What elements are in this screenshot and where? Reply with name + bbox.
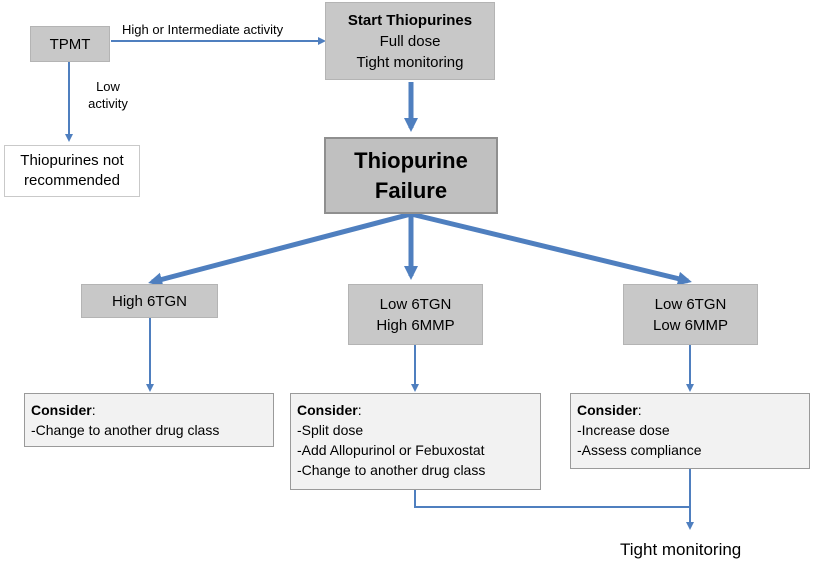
consider-left-item-1: -Change to another drug class (31, 422, 220, 438)
edge-label-high-intermediate: High or Intermediate activity (122, 22, 284, 37)
consider-mid-box: Consider: -Split dose -Add Allopurinol o… (290, 393, 541, 490)
consider-mid-item-1: -Split dose (297, 422, 364, 438)
edge-label-low-line-2: activity (88, 96, 128, 111)
tpmt-node: TPMT (30, 26, 110, 62)
arrow-failure-to-low-low (410, 211, 692, 286)
consider-right-item-2: -Assess compliance (577, 442, 702, 458)
consider-right-heading: Consider (577, 402, 638, 418)
consider-left-box: Consider: -Change to another drug class (24, 393, 274, 447)
thiopurine-failure-node: Thiopurine Failure (324, 137, 498, 214)
edge-label-low-line-1: Low (96, 79, 120, 94)
low-high-line-2: High 6MMP (376, 316, 455, 334)
start-thiopurines-node: Start Thiopurines Full dose Tight monito… (325, 2, 495, 80)
consider-right-item-1: -Increase dose (577, 422, 670, 438)
tpmt-label: TPMT (49, 35, 91, 53)
not-recommended-line-1: Thiopurines not (20, 152, 124, 169)
failure-line-1: Thiopurine (354, 147, 468, 173)
high-6tgn-node: High 6TGN (81, 284, 218, 318)
low-low-line-2: Low 6MMP (652, 316, 729, 334)
tight-monitoring-label: Tight monitoring (620, 540, 742, 559)
failure-line-2: Failure (374, 177, 448, 203)
low-6tgn-low-6mmp-node: Low 6TGN Low 6MMP (623, 284, 758, 345)
consider-mid-item-3: -Change to another drug class (297, 462, 486, 478)
consider-left-heading: Consider (31, 402, 92, 418)
low-low-line-1: Low 6TGN (654, 295, 727, 313)
consider-mid-heading: Consider (297, 402, 358, 418)
low-high-line-1: Low 6TGN (379, 295, 452, 313)
start-line-2: Tight monitoring (356, 53, 464, 71)
high-6tgn-label: High 6TGN (111, 292, 188, 310)
start-title: Start Thiopurines (347, 11, 473, 29)
consider-right-box: Consider: -Increase dose -Assess complia… (570, 393, 810, 469)
low-6tgn-high-6mmp-node: Low 6TGN High 6MMP (348, 284, 483, 345)
not-recommended-line-2: recommended (24, 172, 120, 189)
start-line-1: Full dose (379, 32, 441, 50)
consider-mid-item-2: -Add Allopurinol or Febuxostat (297, 442, 485, 458)
arrow-failure-to-high-6tgn (148, 211, 412, 287)
edge-label-low-activity: Low activity (88, 78, 128, 112)
not-recommended-node: Thiopurines not recommended (4, 145, 140, 197)
connector-mid-to-merge (414, 490, 690, 508)
